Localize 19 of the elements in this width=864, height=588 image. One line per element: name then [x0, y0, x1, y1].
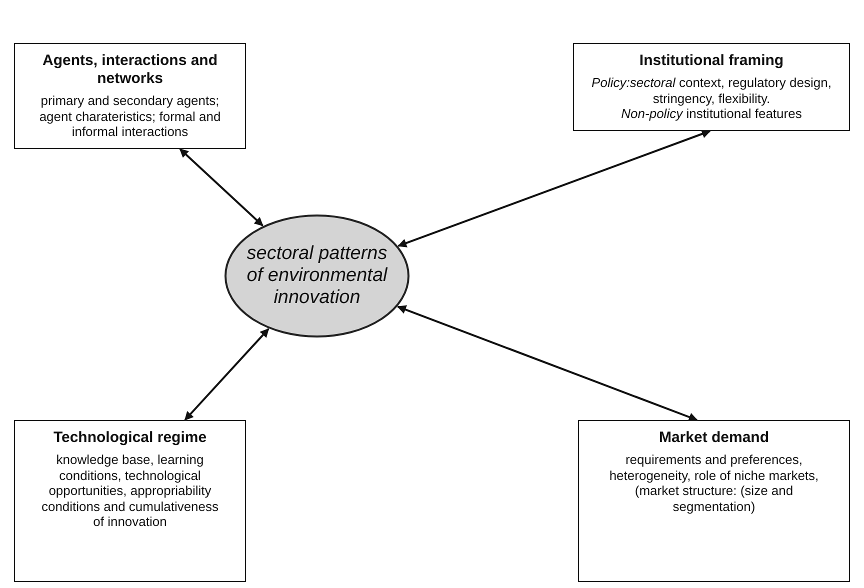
factor-box: [14, 420, 246, 582]
factor-box: [14, 43, 246, 148]
box-description: Policy:sectoral context, regulatory design, stringency, flexibility.: [592, 75, 832, 106]
factor-box: [578, 420, 850, 582]
box-description: primary and secondary agents; agent charateristics; formal and informal interactions: [38, 93, 222, 140]
central-ellipse: [224, 214, 410, 338]
box-heading: Technological regime: [53, 429, 207, 447]
double-arrow: [397, 305, 698, 422]
box-description: knowledge base, learning conditions, technological opportunities, appropriability conditions and cumulativeness of innovation: [40, 452, 220, 530]
double-arrow: [179, 148, 264, 226]
box-description: Non-policy institutional features: [621, 106, 802, 122]
box-heading: Market demand: [658, 429, 770, 447]
box-description: requirements and preferences, heterogeneity, role of niche markets, (market structure: (size and segmentation): [608, 452, 820, 514]
center-label: sectoral patterns of environmental innovation: [246, 243, 388, 309]
box-heading: Institutional framing: [639, 52, 784, 70]
double-arrow: [184, 328, 270, 421]
double-arrow: [398, 130, 711, 248]
box-heading: Agents, interactions and networks: [41, 52, 219, 88]
factor-box: [573, 43, 850, 130]
